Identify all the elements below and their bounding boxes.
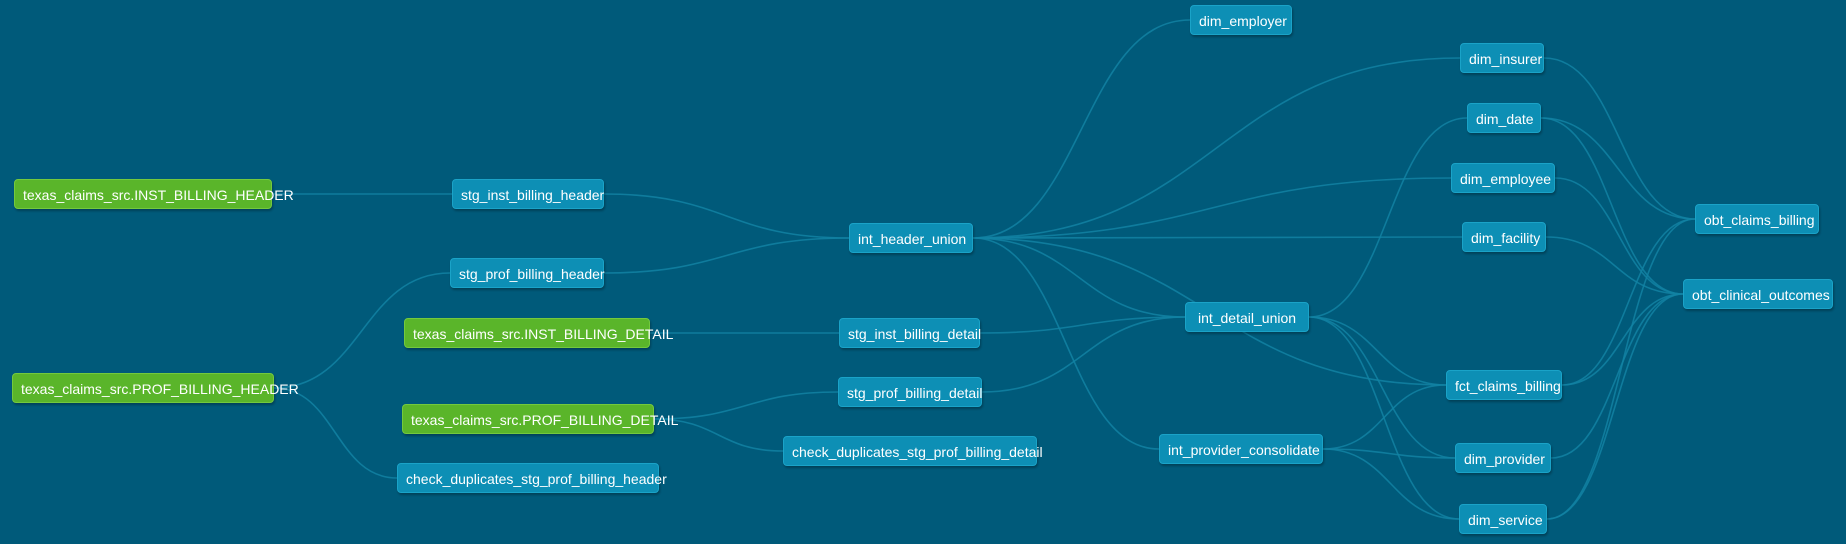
edge-stg_inst_detail-to-int_detail_union [979,316,1186,334]
edge-dim_service-to-obt_clinical_outcomes [1546,293,1684,520]
edge-int_header_union-to-dim_facility [972,236,1463,239]
edge-int_header_union-to-int_provider [972,237,1160,450]
node-stg-inst-billing-detail[interactable]: stg_inst_billing_detail [839,318,981,348]
edge-int_header_union-to-dim_insurer [972,57,1461,239]
edge-int_header_union-to-dim_employer [972,19,1191,239]
node-source-prof-billing-header[interactable]: texas_claims_src.PROF_BILLING_HEADER [12,373,299,403]
node-fct-claims-billing[interactable]: fct_claims_billing [1446,370,1562,400]
node-dim-provider[interactable]: dim_provider [1455,443,1551,473]
node-check-duplicates-prof-header[interactable]: check_duplicates_stg_prof_billing_header [397,463,667,493]
node-int-header-union[interactable]: int_header_union [849,223,973,253]
node-dim-employee[interactable]: dim_employee [1451,163,1555,193]
edge-int_detail_union-to-fct_claims_billing [1308,316,1447,386]
edge-int_provider-to-dim_service [1322,448,1460,520]
edge-dim_provider-to-obt_clinical_outcomes [1550,293,1684,459]
node-stg-inst-billing-header[interactable]: stg_inst_billing_header [452,179,604,209]
edge-src_prof_detail-to-stg_prof_detail [653,391,839,420]
node-obt-clinical-outcomes[interactable]: obt_clinical_outcomes [1683,279,1833,309]
edge-dim_date-to-obt_claims_billing [1540,117,1696,220]
node-dim-service[interactable]: dim_service [1459,504,1547,534]
edge-int_header_union-to-dim_employee [972,177,1452,239]
edge-stg_inst_header-to-int_header_union [603,193,850,239]
edge-dim_insurer-to-obt_claims_billing [1543,57,1696,220]
edge-int_detail_union-to-dim_date [1308,117,1468,318]
node-dim-facility[interactable]: dim_facility [1462,222,1546,252]
node-source-inst-billing-header[interactable]: texas_claims_src.INST_BILLING_HEADER [14,179,294,209]
edge-stg_prof_header-to-int_header_union [603,237,850,274]
edge-stg_prof_detail-to-int_detail_union [981,316,1186,393]
node-dim-employer[interactable]: dim_employer [1190,5,1292,35]
node-source-inst-billing-detail[interactable]: texas_claims_src.INST_BILLING_DETAIL [404,318,673,348]
node-dim-insurer[interactable]: dim_insurer [1460,43,1544,73]
edge-dim_service-to-obt_claims_billing [1546,218,1696,520]
node-check-duplicates-prof-detail[interactable]: check_duplicates_stg_prof_billing_detail [783,436,1043,466]
edge-int_header_union-to-int_detail_union [972,237,1186,318]
edge-dim_facility-to-obt_clinical_outcomes [1545,236,1684,295]
edge-fct_claims_billing-to-obt_clinical_outcomes [1561,293,1684,386]
node-obt-claims-billing[interactable]: obt_claims_billing [1695,204,1819,234]
edge-int_provider-to-dim_provider [1322,448,1456,459]
node-source-prof-billing-detail[interactable]: texas_claims_src.PROF_BILLING_DETAIL [402,404,678,434]
edge-int_detail_union-to-dim_service [1308,316,1460,520]
node-stg-prof-billing-header[interactable]: stg_prof_billing_header [450,258,605,288]
edge-dim_employee-to-obt_clinical_outcomes [1554,177,1684,295]
node-int-detail-union[interactable]: int_detail_union [1185,302,1309,332]
node-int-provider-consolidate[interactable]: int_provider_consolidate [1159,434,1323,464]
node-stg-prof-billing-detail[interactable]: stg_prof_billing_detail [838,377,982,407]
edge-dim_date-to-obt_clinical_outcomes [1540,117,1684,295]
edge-int_provider-to-fct_claims_billing [1322,384,1447,450]
edge-fct_claims_billing-to-obt_claims_billing [1561,218,1696,386]
node-dim-date[interactable]: dim_date [1467,103,1541,133]
edge-int_detail_union-to-dim_provider [1308,316,1456,459]
edge-src_prof_header-to-chk_prof_header [273,387,398,479]
